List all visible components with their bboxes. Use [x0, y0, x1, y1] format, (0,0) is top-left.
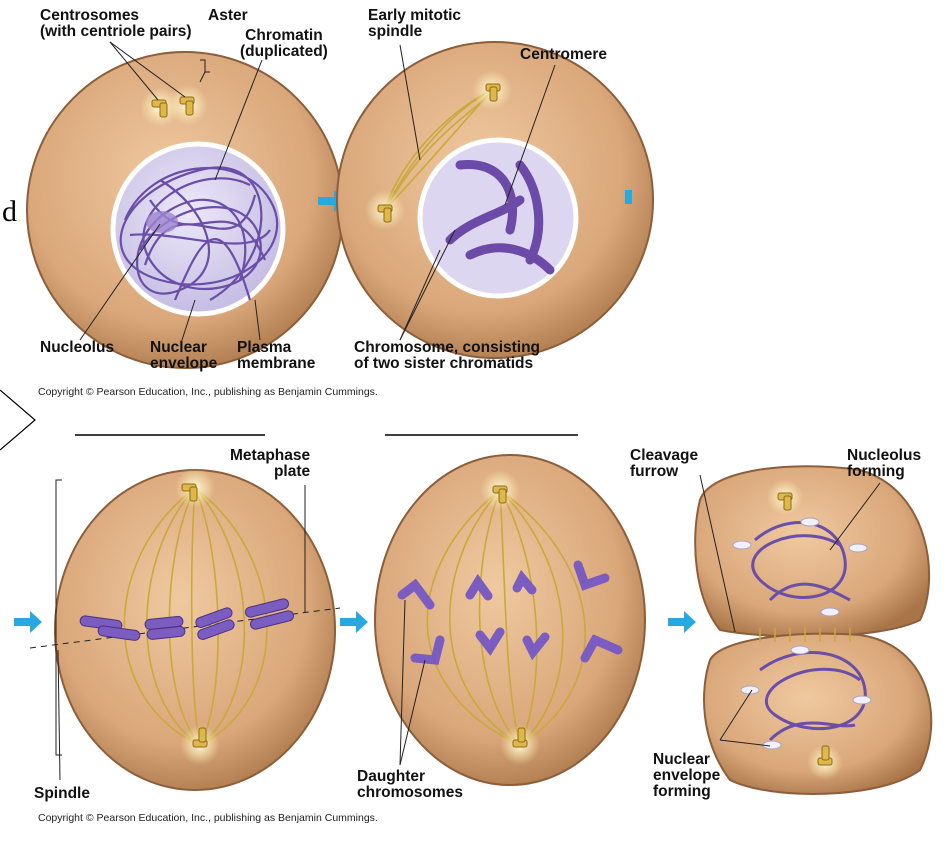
arrow-4 [340, 611, 368, 633]
nucleolus [146, 211, 178, 233]
copyright-top: Copyright © Pearson Education, Inc., pub… [38, 386, 378, 398]
label-nuclear-envelope-forming: Nuclear envelope forming [653, 752, 720, 800]
label-centrosomes: Centrosomes (with centriole pairs) [40, 8, 192, 40]
label-daughter-chromosomes: Daughter chromosomes [357, 769, 463, 801]
arrow-3 [14, 611, 42, 633]
cell-telophase [695, 466, 931, 794]
label-spindle: Spindle [34, 786, 90, 802]
label-nucleolus-forming: Nucleolus forming [847, 448, 921, 480]
label-metaphase-plate: Metaphase plate [230, 448, 310, 480]
label-centromere: Centromere [520, 47, 607, 63]
label-nucleolus: Nucleolus [40, 340, 114, 356]
label-chromosome: Chromosome, consisting of two sister chr… [354, 340, 540, 372]
left-chevron [0, 390, 35, 450]
label-aster: Aster [208, 8, 248, 24]
label-cleavage-furrow: Cleavage furrow [630, 448, 698, 480]
cell-anaphase [375, 455, 645, 785]
label-early-mitotic-spindle: Early mitotic spindle [368, 8, 461, 40]
arrow-5 [668, 611, 696, 633]
cell-prophase [337, 42, 653, 358]
label-chromatin: Chromatin (duplicated) [240, 28, 328, 60]
copyright-bottom: Copyright © Pearson Education, Inc., pub… [38, 812, 378, 824]
label-nuclear-envelope: Nuclear envelope [150, 340, 217, 372]
cell-metaphase [30, 468, 340, 790]
arrow-2-fragment [625, 190, 632, 204]
left-text-fragment: d [2, 195, 17, 229]
label-plasma-membrane: Plasma membrane [237, 340, 315, 372]
cell-interphase [27, 42, 343, 368]
